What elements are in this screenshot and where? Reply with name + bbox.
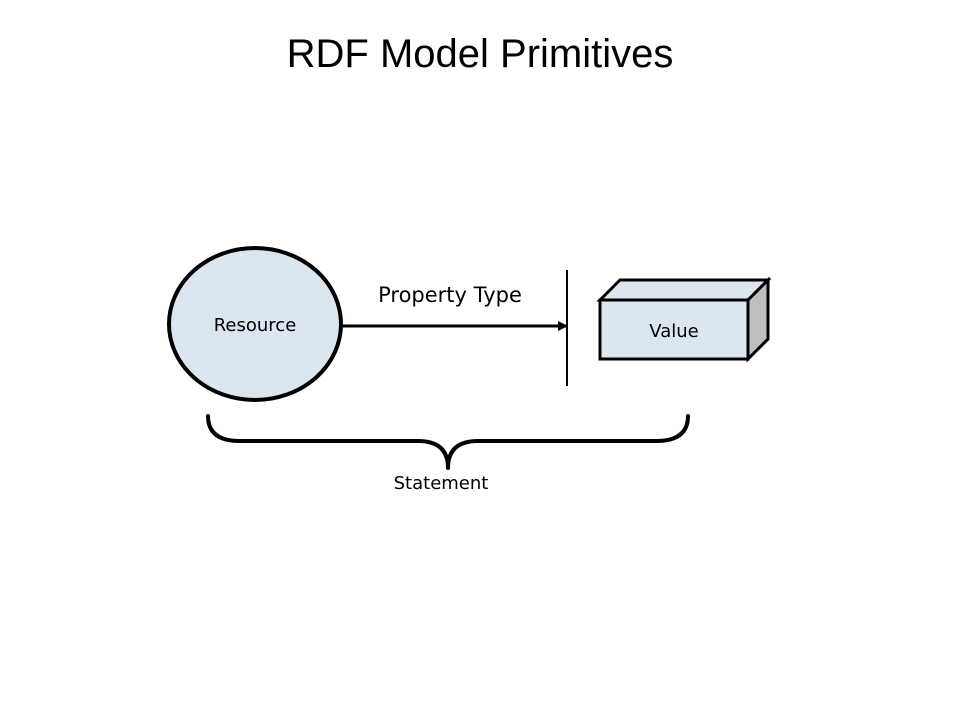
statement-label: Statement — [394, 473, 489, 494]
value-box — [596, 276, 772, 363]
value-label: Value — [649, 321, 698, 342]
value-box-top — [596, 278, 772, 302]
slide-title: RDF Model Primitives — [286, 32, 674, 76]
value-box-front — [598, 298, 750, 361]
property-type-label: Property Type — [378, 283, 522, 307]
statement-brace — [206, 414, 690, 470]
resource-label: Resource — [214, 315, 297, 336]
resource-node — [167, 246, 343, 402]
